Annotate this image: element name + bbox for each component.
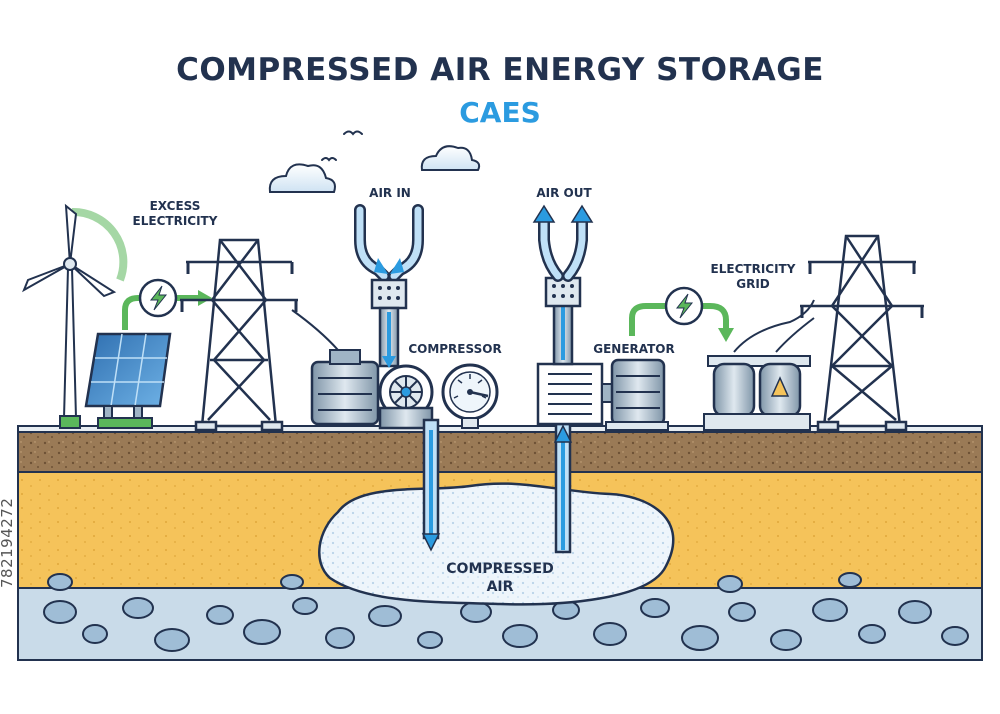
air-in-label: AIR IN [369, 186, 411, 200]
excess-electricity-label: EXCESS ELECTRICITY [120, 199, 230, 229]
energy-flow-arrow-right [629, 286, 734, 342]
air-intake-pipe [354, 204, 424, 368]
motor-icon [310, 349, 380, 426]
compressed-air-cavern [318, 482, 675, 606]
electricity-grid-label-line2: GRID [736, 277, 770, 291]
air-outlet-pipe [532, 204, 594, 366]
compressed-air-label-line2: AIR [486, 579, 514, 595]
electricity-grid-label: ELECTRICITY GRID [698, 262, 808, 292]
compressor-icon [378, 364, 434, 430]
stock-image-id: 782194272 [0, 497, 16, 588]
compressed-air-label: COMPRESSED AIR [440, 560, 560, 596]
excess-electricity-label-line1: EXCESS [149, 199, 201, 213]
injection-pipe [421, 418, 441, 552]
cloud-icon [420, 145, 481, 171]
energy-flow-arrow-left [122, 278, 212, 330]
diagram-title: COMPRESSED AIR ENERGY STORAGE [176, 52, 824, 88]
generator-turbine-icon [536, 358, 669, 431]
solar-panel-icon [84, 332, 172, 429]
excess-electricity-label-line2: ELECTRICITY [132, 214, 218, 228]
birds-icon [321, 130, 363, 162]
electricity-grid-label-line1: ELECTRICITY [710, 262, 796, 276]
generator-label: GENERATOR [593, 342, 675, 356]
transmission-tower-left [180, 238, 298, 432]
extraction-pipe [553, 422, 573, 554]
compressed-air-label-line1: COMPRESSED [446, 561, 554, 577]
transformer-icon [703, 299, 815, 431]
soil-layer [17, 429, 983, 473]
power-cable [291, 309, 339, 351]
compressor-label: COMPRESSOR [408, 342, 502, 356]
transmission-tower-right [800, 234, 924, 432]
diagram-subtitle: CAES [459, 96, 541, 129]
air-out-label: AIR OUT [536, 186, 592, 200]
pressure-gauge-icon [441, 363, 499, 429]
cloud-icon [268, 163, 336, 193]
wind-turbine-icon [22, 203, 128, 429]
